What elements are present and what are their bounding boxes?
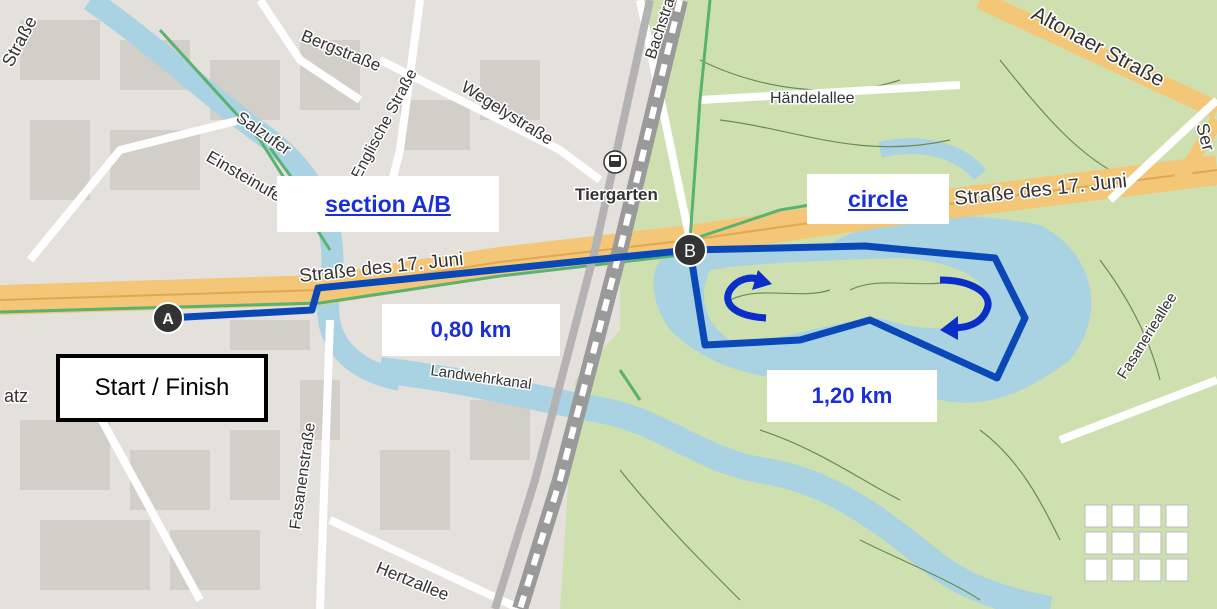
route-circle bbox=[686, 242, 1029, 382]
park-paths bbox=[619, 59, 1161, 601]
train-station-icon bbox=[603, 150, 627, 174]
marker-b[interactable]: B bbox=[673, 233, 707, 267]
label-platz: atz bbox=[4, 386, 28, 406]
railway-2 bbox=[491, 0, 654, 609]
lake-island bbox=[704, 258, 990, 341]
label-haendelallee: Händelallee bbox=[770, 90, 855, 107]
landwehrkanal-water bbox=[378, 357, 1053, 609]
buildings-west bbox=[20, 20, 540, 590]
marker-a[interactable]: A bbox=[152, 302, 184, 334]
route-section-ab bbox=[167, 246, 691, 322]
label-tiergarten: Tiergarten bbox=[575, 185, 658, 204]
buildings-east bbox=[1084, 504, 1189, 582]
counterclockwise-arrow-icon bbox=[724, 270, 772, 322]
marker-a-label: A bbox=[162, 311, 174, 328]
marker-b-label: B bbox=[684, 241, 696, 261]
road-east bbox=[1174, 116, 1217, 184]
lake-north bbox=[878, 138, 987, 181]
road-altonaer bbox=[976, 0, 1217, 119]
start-finish-label: Start / Finish bbox=[56, 354, 268, 422]
section-ab-link[interactable]: section A/B bbox=[277, 176, 499, 232]
clockwise-arrow-icon bbox=[939, 276, 992, 340]
circle-link[interactable]: circle bbox=[807, 174, 949, 224]
railway-dash bbox=[517, 0, 683, 609]
distance-circle-label: 1,20 km bbox=[767, 370, 937, 422]
distance-ab-label: 0,80 km bbox=[382, 304, 560, 356]
